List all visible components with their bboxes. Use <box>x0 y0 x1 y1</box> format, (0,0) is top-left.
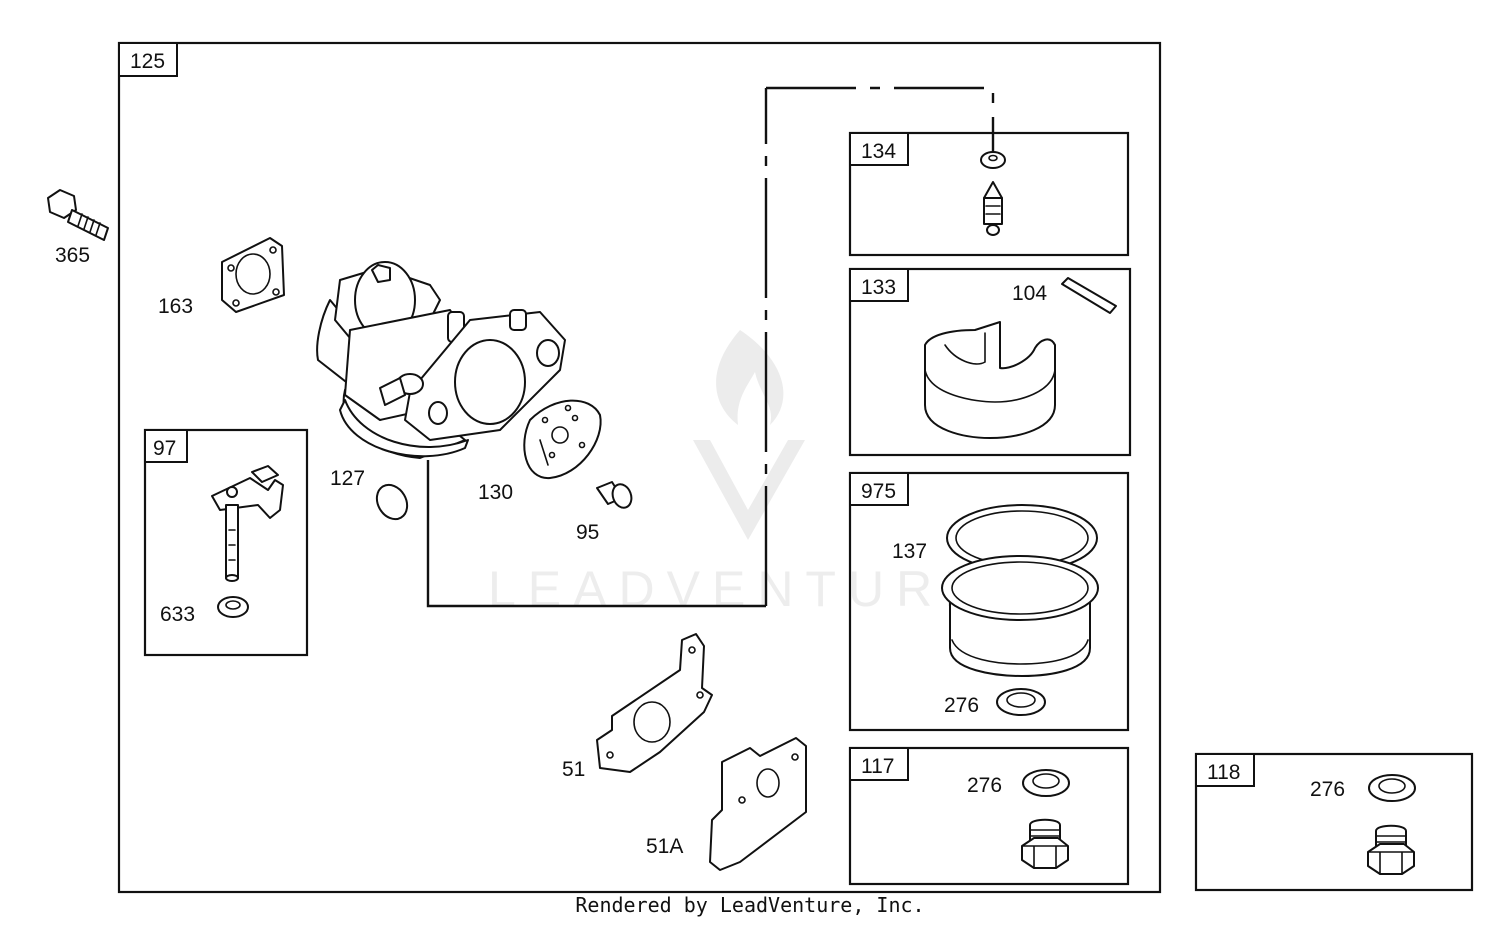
group-label-134: 134 <box>861 140 896 163</box>
group-box-975 <box>848 471 1130 732</box>
rendered-by-footer: Rendered by LeadVenture, Inc. <box>575 893 925 917</box>
pin-104 <box>1061 277 1117 314</box>
group-tag-975 <box>849 472 909 506</box>
gasket-163 <box>221 237 285 313</box>
main-assembly-box <box>117 41 1162 894</box>
callout-276-117: 276 <box>967 774 1002 797</box>
group-label-118: 118 <box>1207 761 1240 784</box>
group-box-118 <box>1194 752 1474 892</box>
main-box-tag <box>118 42 178 77</box>
group-label-117: 117 <box>861 755 894 778</box>
callout-276-118: 276 <box>1310 778 1345 801</box>
watermark-text: LEADVENTURE <box>488 561 990 617</box>
group-tag-97 <box>144 429 188 463</box>
callout-51: 51 <box>562 758 585 781</box>
connector-lines <box>426 86 995 608</box>
callout-51a: 51A <box>646 835 683 858</box>
group-label-97: 97 <box>153 437 176 460</box>
group-box-133 <box>848 267 1132 457</box>
drain-bolt-117 <box>1021 818 1069 869</box>
drain-bolt-118 <box>1367 824 1415 875</box>
needle-seat-134 <box>980 151 1006 236</box>
callout-130: 130 <box>478 481 513 504</box>
washer-633 <box>217 596 249 618</box>
float-bowl-975 <box>941 504 1099 677</box>
callout-276-bowl: 276 <box>944 694 979 717</box>
plate-51a <box>709 737 807 871</box>
group-tag-117 <box>849 747 909 781</box>
callout-95: 95 <box>576 521 599 544</box>
callout-104: 104 <box>1012 282 1047 305</box>
group-tag-134 <box>849 132 909 166</box>
float-133 <box>924 321 1056 439</box>
group-box-117 <box>848 746 1130 886</box>
group-label-133: 133 <box>861 276 896 299</box>
group-tag-133 <box>849 268 909 302</box>
group-box-134 <box>848 131 1130 257</box>
group-label-975: 975 <box>861 480 896 503</box>
plug-127 <box>375 483 409 521</box>
washer-276-118 <box>1368 774 1416 802</box>
callout-127: 127 <box>330 467 365 490</box>
main-box-label: 125 <box>130 50 165 73</box>
group-tag-118 <box>1195 753 1255 787</box>
callout-163: 163 <box>158 295 193 318</box>
washer-276-bowl <box>996 688 1046 716</box>
throttle-shaft-97 <box>211 465 284 582</box>
bolt-365 <box>47 189 109 241</box>
callout-365: 365 <box>55 244 90 267</box>
callout-633: 633 <box>160 603 195 626</box>
washer-276-117 <box>1022 769 1070 797</box>
group-box-97 <box>143 428 309 657</box>
gasket-51 <box>596 633 713 773</box>
carburetor-body <box>316 261 566 459</box>
callout-137: 137 <box>892 540 927 563</box>
watermark-logo: LEADVENTURE <box>488 330 990 617</box>
screw-95 <box>596 481 633 509</box>
throttle-plate-130 <box>523 399 602 480</box>
